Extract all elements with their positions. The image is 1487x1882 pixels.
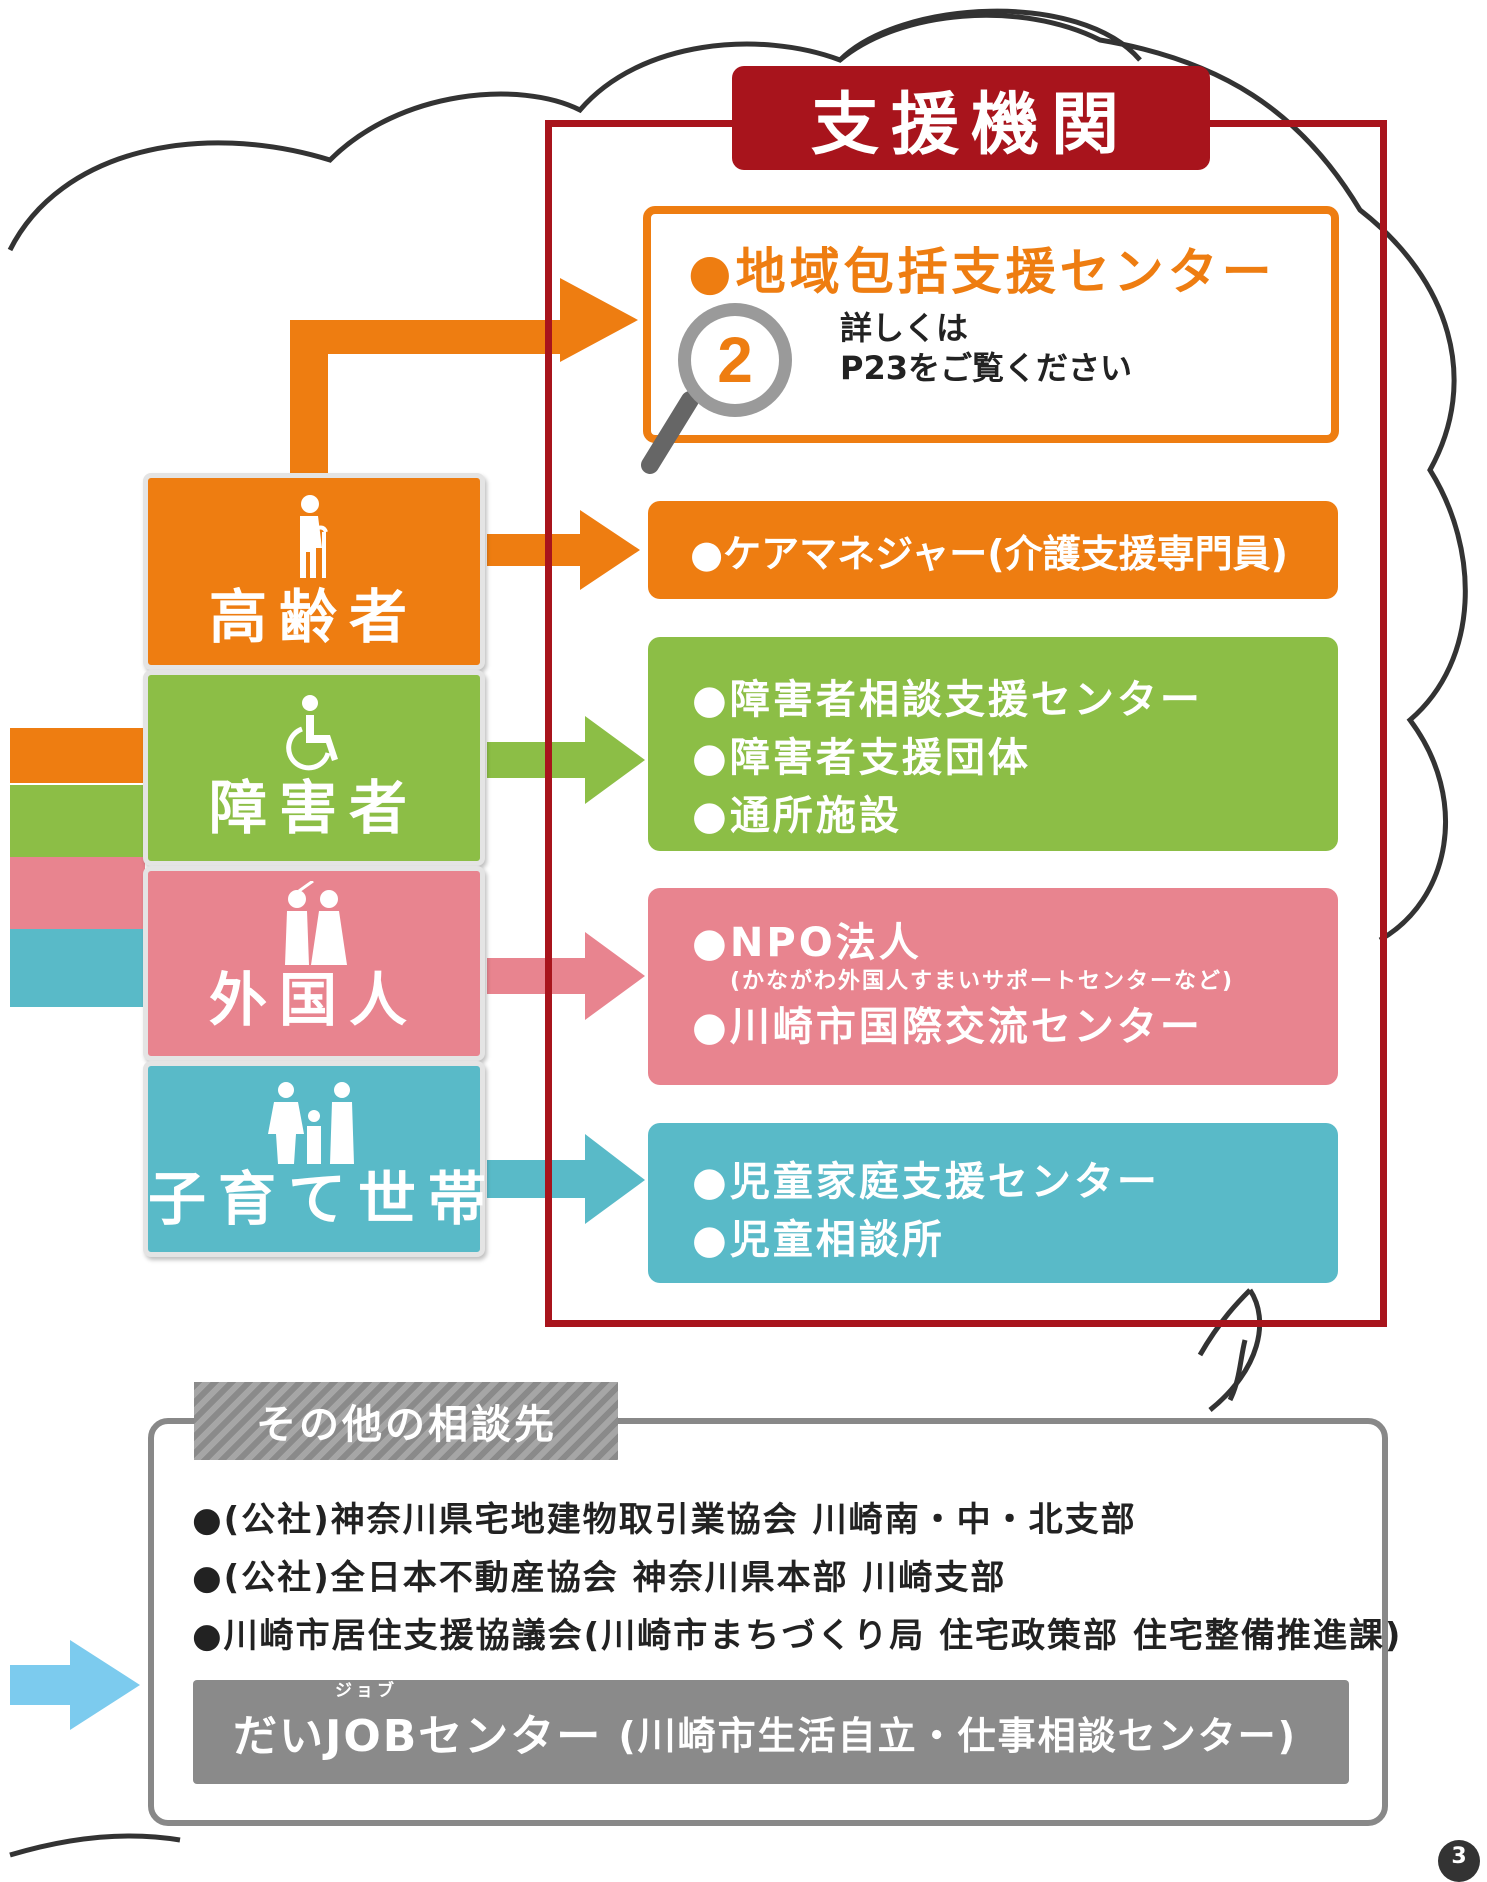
family-icon xyxy=(268,1082,354,1164)
elderly-arrow-shaft-fix xyxy=(290,320,328,354)
job-center-subtitle: (川崎市生活自立・仕事相談センター) xyxy=(618,1713,1298,1758)
care-manager-box: ●ケアマネジャー(介護支援専門員) xyxy=(648,501,1338,599)
disability-org-item: ●障害者相談支援センター xyxy=(692,677,1203,723)
category-disabled-label: 障害者 xyxy=(208,774,419,842)
category-foreigner: 外国人 xyxy=(143,866,485,1061)
category-elderly: 高齢者 xyxy=(143,473,485,670)
chiiki-note-line2: P23をご覧ください xyxy=(840,349,1132,387)
chiiki-center-name: ●地域包括支援センター xyxy=(688,243,1276,301)
other-consultation-item: ●川崎市居住支援協議会(川崎市まちづくり局 住宅政策部 住宅整備推進課) xyxy=(192,1616,1403,1656)
other-consultations-title: その他の相談先 xyxy=(194,1382,618,1460)
magnifier-icon: 2 xyxy=(641,303,792,474)
job-center-name-text: だいJOBセンター xyxy=(233,1711,603,1762)
care-manager-label: ●ケアマネジャー(介護支援専門員) xyxy=(690,531,1288,576)
job-center-name: ジョブ だいJOBセンター xyxy=(233,1681,603,1764)
foreign-couple-icon xyxy=(285,881,347,965)
band-green xyxy=(10,785,145,857)
other-consultation-item: ●(公社)神奈川県宅地建物取引業協会 川崎南・中・北支部 xyxy=(192,1500,1137,1540)
band-orange xyxy=(10,728,145,783)
cloud-lower-right xyxy=(1208,1288,1263,1412)
job-center-ruby: ジョブ xyxy=(335,1681,398,1701)
band-pink xyxy=(10,857,145,929)
child-orgs-box: ●児童家庭支援センター ●児童相談所 xyxy=(648,1123,1338,1283)
job-center-bar: ジョブ だいJOBセンター (川崎市生活自立・仕事相談センター) xyxy=(193,1680,1349,1784)
elderly-to-care-arrow xyxy=(487,510,640,590)
page-number: 3 xyxy=(1438,1840,1480,1882)
child-arrow xyxy=(487,1134,645,1224)
band-cyan xyxy=(10,929,145,1007)
incoming-arrow xyxy=(10,1640,140,1730)
foreigner-org-exchange: ●川崎市国際交流センター xyxy=(692,1004,1203,1050)
disability-arrow xyxy=(487,716,645,804)
category-disabled: 障害者 xyxy=(143,670,485,866)
foreigner-orgs-box: ●NPO法人 (かながわ外国人すまいサポートセンターなど) ●川崎市国際交流セン… xyxy=(648,888,1338,1085)
disability-org-item: ●障害者支援団体 xyxy=(692,735,1031,781)
child-org-item: ●児童家庭支援センター xyxy=(692,1159,1160,1205)
category-elderly-label: 高齢者 xyxy=(208,583,419,651)
disability-orgs-box: ●障害者相談支援センター ●障害者支援団体 ●通所施設 xyxy=(648,637,1338,851)
child-org-item: ●児童相談所 xyxy=(692,1217,945,1263)
frame-title: 支援機関 xyxy=(732,66,1210,170)
magnifier-badge-number: 2 xyxy=(717,324,753,396)
category-foreigner-label: 外国人 xyxy=(208,966,419,1034)
chiiki-note-line1: 詳しくは xyxy=(840,309,969,347)
cloud-upper-lobe xyxy=(838,8,1142,62)
elderly-person-icon xyxy=(300,495,328,578)
chiiki-note: 詳しくは P23をご覧ください xyxy=(840,308,1132,388)
disability-org-item: ●通所施設 xyxy=(692,793,902,839)
foreigner-org-npo-note: (かながわ外国人すまいサポートセンターなど) xyxy=(730,969,1235,994)
foreigner-org-npo: ●NPO法人 xyxy=(692,920,922,966)
foreigner-arrow xyxy=(487,932,645,1020)
other-consultation-item: ●(公社)全日本不動産協会 神奈川県本部 川崎支部 xyxy=(192,1558,1007,1598)
category-child: 子育て世帯 xyxy=(143,1061,499,1257)
category-child-label: 子育て世帯 xyxy=(148,1165,499,1233)
cloud-outline xyxy=(7,12,1468,1858)
wheelchair-icon xyxy=(286,695,338,771)
